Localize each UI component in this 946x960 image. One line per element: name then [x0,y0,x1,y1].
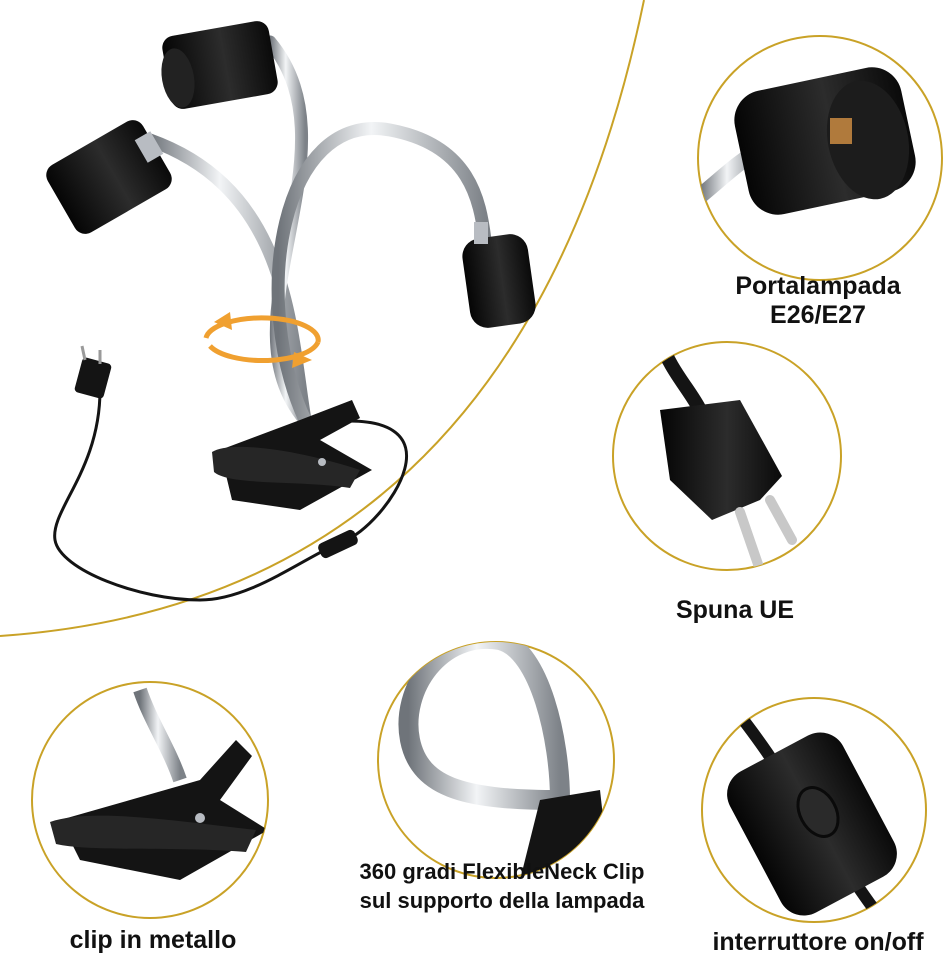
detail-image-switch [715,698,905,922]
caption-switch: interruttore on/off [712,928,924,956]
socket-top [161,21,278,109]
hero-divider-arc [0,0,645,637]
caption-flexible-neck-line2: sul supporto della lampada [359,887,645,913]
power-dot-icon [796,786,840,838]
caption-flexible-neck: 360 gradi FlexibleNeck Clip sul supporto… [308,858,696,915]
caption-flexible-neck-line1: 360 gradi FlexibleNeck Clip [359,859,645,884]
caption-lamp-holder: Portalampada E26/E27 [690,272,946,330]
detail-image-clip [50,687,268,880]
hero-switch [318,529,358,559]
hero-plug [74,345,112,399]
socket-left [46,120,172,234]
hero-lamp [46,21,536,602]
hero-clip [212,400,372,510]
neck-right [271,122,492,427]
socket-right [462,222,536,328]
caption-clip: clip in metallo [69,926,237,954]
detail-image-holder [698,67,916,215]
caption-lamp-holder-line2: E26/E27 [770,300,866,329]
power-cord [53,389,408,602]
caption-lamp-holder-line1: Portalampada [735,272,901,300]
caption-plug: Spuna UE [675,596,795,624]
rotate-360-icon [203,312,321,368]
